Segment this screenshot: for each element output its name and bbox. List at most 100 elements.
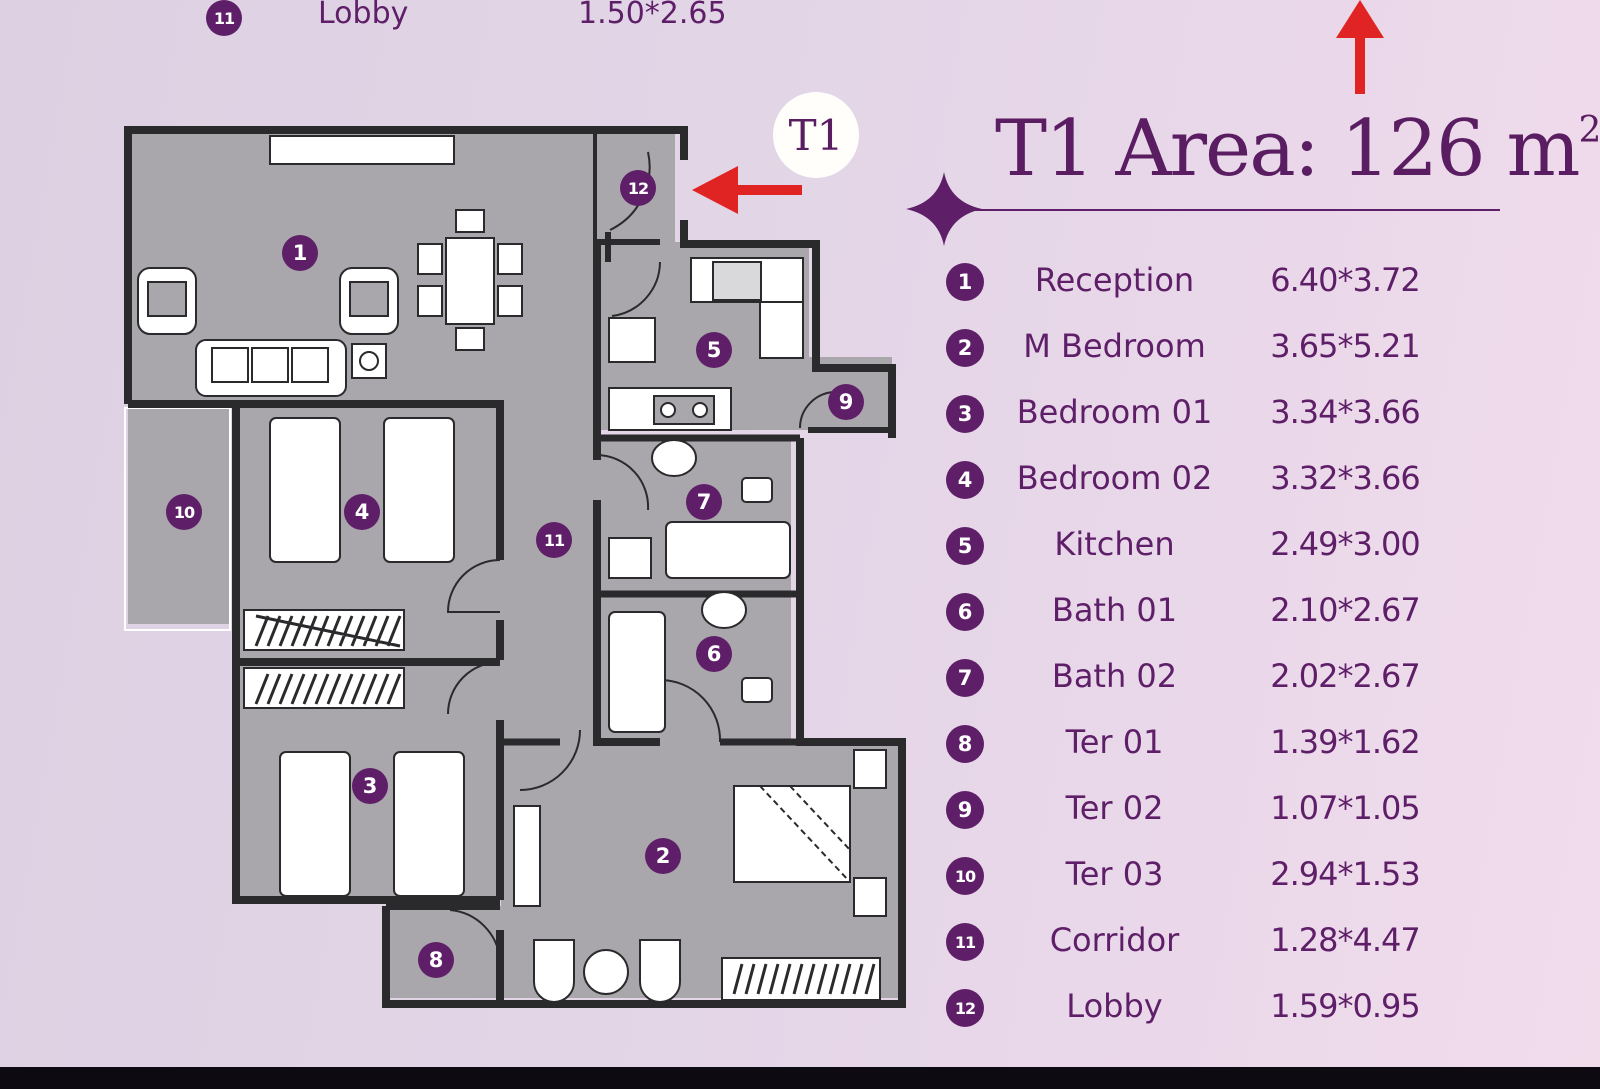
room-size: 1.59*0.95 [1270,987,1421,1025]
room-size: 2.10*2.67 [1270,591,1421,629]
master-tv-unit [513,805,541,907]
unit-tag-t1: T1 [773,92,859,178]
room-size: 2.02*2.67 [1270,657,1421,695]
entry-arrow-head [692,166,738,214]
room-size: 2.94*1.53 [1270,855,1421,893]
room-row: 6 Bath 01 2.10*2.67 [940,587,1480,635]
plan-marker-12: 12 [620,170,656,206]
plan-marker-1: 1 [282,235,318,271]
bed-4-left [269,417,341,563]
room-name: Bath 01 [1051,591,1178,629]
room-name: Bedroom 01 [1016,393,1213,431]
room-number-badge: 12 [946,989,984,1027]
plan-marker-9: 9 [828,384,864,420]
bath-02-cabinet [608,537,652,579]
room-number-badge: 6 [946,593,984,631]
plan-marker-7: 7 [686,484,722,520]
master-chair-left [533,939,575,1003]
room-row: 11 Corridor 1.28*4.47 [940,917,1480,965]
bath-01-door-swing [659,679,722,743]
east-south-wall [382,438,906,1008]
plan-marker-10: 10 [166,494,202,530]
room-number-badge: 3 [946,395,984,433]
bottom-edge-bar [0,1067,1600,1089]
room-name: M Bedroom [1023,327,1206,365]
room-number-badge: 2 [946,329,984,367]
room-name: Lobby [1066,987,1163,1025]
plan-marker-2: 2 [645,838,681,874]
tv-unit [269,135,455,165]
room-number-badge: 4 [946,461,984,499]
kitchen-sink [712,261,762,301]
plan-marker-11: 11 [536,522,572,558]
room-row: 7 Bath 02 2.02*2.67 [940,653,1480,701]
bed-3-right [393,751,465,897]
room-name: Corridor [1049,921,1180,959]
room-size: 3.32*3.66 [1270,459,1421,497]
bedroom-4-door-swing [446,559,501,613]
dining-table [445,237,495,325]
area-title: T1 Area: 126 m2 [995,104,1600,194]
entry-arrow-shaft [722,185,802,195]
baths-west-wall [593,500,660,746]
area-title-text: T1 Area: 126 m [995,104,1580,194]
room-size: 1.28*4.47 [1270,921,1421,959]
room-name: Ter 03 [1065,855,1164,893]
bath-02-door-swing [596,454,650,511]
plan-marker-3: 3 [352,768,388,804]
room-row: 10 Ter 03 2.94*1.53 [940,851,1480,899]
bath-02-sink [651,439,697,477]
room-row: 5 Kitchen 2.49*3.00 [940,521,1480,569]
bath-02-toilet [741,477,773,503]
room-size: 1.07*1.05 [1270,789,1421,827]
room-row: 3 Bedroom 01 3.34*3.66 [940,389,1480,437]
plan-marker-8: 8 [418,942,454,978]
bath-01-tub [608,611,666,733]
master-chair-right [639,939,681,1003]
corridor-floor [501,404,593,744]
plan-marker-4: 4 [344,494,380,530]
room-name: Reception [1034,261,1195,299]
room-name: Ter 02 [1065,789,1164,827]
terrace-01-door-swing [449,909,501,961]
title-underline [940,209,1500,211]
master-door-swing [519,729,581,791]
room-number-badge: 11 [946,923,984,961]
room-row: 2 M Bedroom 3.65*5.21 [940,323,1480,371]
room-row: 12 Lobby 1.59*0.95 [940,983,1480,1031]
master-side-table [583,949,629,995]
bath-01-sink [701,591,747,629]
room-size: 3.65*5.21 [1270,327,1421,365]
room-row: 4 Bedroom 02 3.32*3.66 [940,455,1480,503]
nightstand-top [853,749,887,789]
bedroom-3-door-swing [447,661,501,715]
bedroom-west-wall [232,404,500,904]
room-size: 2.49*3.00 [1270,525,1421,563]
bath-02-tub [665,521,791,579]
room-number-badge: 10 [946,857,984,895]
arrows [692,0,1384,214]
bath-01-toilet [741,677,773,703]
nightstand-bottom [853,877,887,917]
plan-marker-5: 5 [696,332,732,368]
fridge [608,317,656,363]
north-arrow-shaft [1355,22,1365,94]
room-name: Ter 01 [1065,723,1164,761]
top-row-name: Lobby [318,0,409,31]
north-wall [124,126,688,404]
room-number-badge: 1 [946,263,984,301]
kitchen-door-swing [611,261,661,317]
plan-marker-6: 6 [696,636,732,672]
east-upper-wall [680,220,896,438]
reception-south-wall [128,400,504,560]
room-name: Kitchen [1054,525,1175,563]
room-size: 3.34*3.66 [1270,393,1421,431]
room-row: 1 Reception 6.40*3.72 [940,257,1480,305]
side-table [351,343,387,379]
bed-4-right [383,417,455,563]
room-number-badge: 7 [946,659,984,697]
room-row: 9 Ter 02 1.07*1.05 [940,785,1480,833]
room-number-badge: 5 [946,527,984,565]
top-row-number-badge: 11 [206,0,242,36]
